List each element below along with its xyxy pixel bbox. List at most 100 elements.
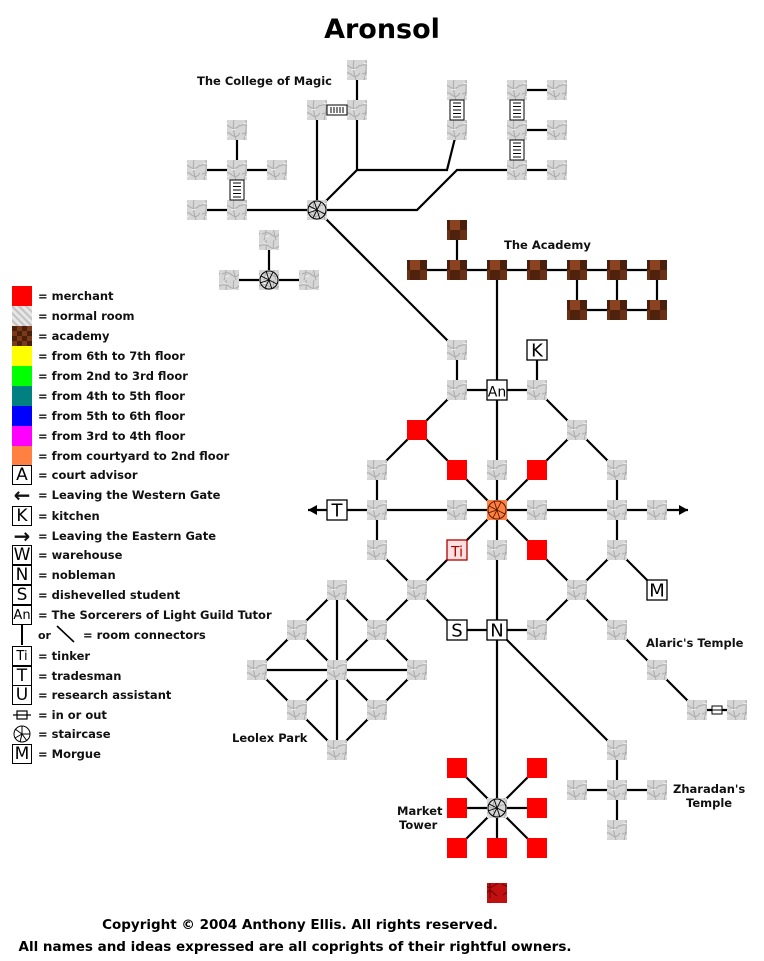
merchant-room[interactable] bbox=[527, 460, 547, 480]
legend-item: N= nobleman bbox=[12, 565, 116, 585]
staircase-room[interactable] bbox=[259, 270, 279, 290]
academy-room[interactable] bbox=[607, 260, 627, 280]
academy-room[interactable] bbox=[567, 260, 587, 280]
normal-room[interactable] bbox=[267, 160, 287, 180]
normal-room[interactable] bbox=[547, 160, 567, 180]
normal-room[interactable] bbox=[287, 620, 307, 640]
normal-room[interactable] bbox=[647, 500, 667, 520]
merchant-room[interactable] bbox=[527, 540, 547, 560]
normal-room[interactable] bbox=[567, 780, 587, 800]
normal-room[interactable] bbox=[647, 660, 667, 680]
normal-room[interactable] bbox=[607, 460, 627, 480]
merchant-room[interactable] bbox=[487, 883, 507, 903]
merchant-room[interactable] bbox=[527, 838, 547, 858]
normal-room[interactable] bbox=[259, 230, 279, 250]
normal-room[interactable] bbox=[367, 620, 387, 640]
tradesman-room[interactable]: T bbox=[326, 499, 348, 522]
normal-room[interactable] bbox=[527, 380, 547, 400]
legend-label: = dishevelled student bbox=[38, 588, 181, 602]
nobleman-room[interactable]: N bbox=[486, 619, 508, 642]
legend-label: = from 5th to 6th floor bbox=[38, 409, 185, 423]
academy-room[interactable] bbox=[447, 220, 467, 240]
normal-room[interactable] bbox=[527, 620, 547, 640]
academy-room[interactable] bbox=[487, 260, 507, 280]
dishevelled-student-room[interactable]: S bbox=[446, 619, 468, 642]
normal-room[interactable] bbox=[347, 60, 367, 80]
normal-room[interactable] bbox=[607, 780, 627, 800]
merchant-room[interactable] bbox=[447, 758, 467, 778]
academy-room[interactable] bbox=[407, 260, 427, 280]
door-icon bbox=[12, 705, 32, 725]
normal-room[interactable] bbox=[607, 540, 627, 560]
normal-room[interactable] bbox=[607, 740, 627, 760]
western-gate-arrow-icon[interactable] bbox=[308, 505, 317, 515]
merchant-room[interactable] bbox=[407, 420, 427, 440]
normal-room[interactable] bbox=[487, 540, 507, 560]
normal-room[interactable] bbox=[367, 500, 387, 520]
tinker-room[interactable]: Ti bbox=[446, 539, 468, 561]
merchant-room[interactable] bbox=[447, 798, 467, 818]
normal-room[interactable] bbox=[447, 380, 467, 400]
courtyard-staircase-room[interactable] bbox=[487, 500, 507, 520]
legend-item: or= room connectors bbox=[12, 624, 206, 645]
normal-room[interactable] bbox=[407, 580, 427, 600]
normal-room[interactable] bbox=[487, 460, 507, 480]
normal-room[interactable] bbox=[327, 580, 347, 600]
normal-room[interactable] bbox=[219, 270, 239, 290]
normal-room[interactable] bbox=[507, 120, 527, 140]
normal-room[interactable] bbox=[547, 80, 567, 100]
staircase-room[interactable] bbox=[307, 200, 327, 220]
normal-room[interactable] bbox=[307, 100, 327, 120]
guild-tutor-room[interactable]: An bbox=[486, 379, 508, 401]
normal-room[interactable] bbox=[567, 420, 587, 440]
morgue-room[interactable]: M bbox=[646, 579, 668, 602]
normal-room[interactable] bbox=[687, 700, 707, 720]
academy-room[interactable] bbox=[447, 260, 467, 280]
merchant-room[interactable] bbox=[487, 838, 507, 858]
normal-room[interactable] bbox=[327, 660, 347, 680]
normal-room[interactable] bbox=[447, 500, 467, 520]
normal-room[interactable] bbox=[327, 740, 347, 760]
staircase-room[interactable] bbox=[487, 798, 507, 818]
normal-room[interactable] bbox=[187, 200, 207, 220]
normal-room[interactable] bbox=[447, 80, 467, 100]
normal-room[interactable] bbox=[547, 120, 567, 140]
legend-item: K= kitchen bbox=[12, 506, 100, 526]
normal-room[interactable] bbox=[447, 120, 467, 140]
normal-room[interactable] bbox=[527, 500, 547, 520]
in-or-out-door-icon[interactable] bbox=[711, 705, 723, 715]
normal-room[interactable] bbox=[607, 500, 627, 520]
merchant-room[interactable] bbox=[447, 460, 467, 480]
academy-room[interactable] bbox=[647, 300, 667, 320]
normal-room[interactable] bbox=[227, 120, 247, 140]
academy-room[interactable] bbox=[607, 300, 627, 320]
normal-room[interactable] bbox=[447, 340, 467, 360]
kitchen-room[interactable]: K bbox=[526, 339, 548, 362]
normal-room[interactable] bbox=[367, 460, 387, 480]
normal-room[interactable] bbox=[367, 700, 387, 720]
merchant-room[interactable] bbox=[527, 758, 547, 778]
eastern-gate-arrow-icon[interactable] bbox=[679, 505, 688, 515]
normal-room[interactable] bbox=[607, 620, 627, 640]
merchant-room[interactable] bbox=[447, 838, 467, 858]
normal-room[interactable] bbox=[187, 160, 207, 180]
normal-room[interactable] bbox=[407, 660, 427, 680]
letter-m-icon: M bbox=[12, 744, 32, 764]
normal-room[interactable] bbox=[227, 160, 247, 180]
normal-room[interactable] bbox=[507, 80, 527, 100]
normal-room[interactable] bbox=[567, 580, 587, 600]
academy-room[interactable] bbox=[527, 260, 547, 280]
merchant-room[interactable] bbox=[527, 798, 547, 818]
normal-room[interactable] bbox=[607, 820, 627, 840]
normal-room[interactable] bbox=[647, 780, 667, 800]
normal-room[interactable] bbox=[727, 700, 747, 720]
normal-room[interactable] bbox=[247, 660, 267, 680]
normal-room[interactable] bbox=[287, 700, 307, 720]
normal-room[interactable] bbox=[227, 200, 247, 220]
normal-room[interactable] bbox=[347, 100, 367, 120]
academy-room[interactable] bbox=[647, 260, 667, 280]
normal-room[interactable] bbox=[299, 270, 319, 290]
normal-room[interactable] bbox=[367, 540, 387, 560]
normal-room[interactable] bbox=[507, 160, 527, 180]
academy-room[interactable] bbox=[567, 300, 587, 320]
